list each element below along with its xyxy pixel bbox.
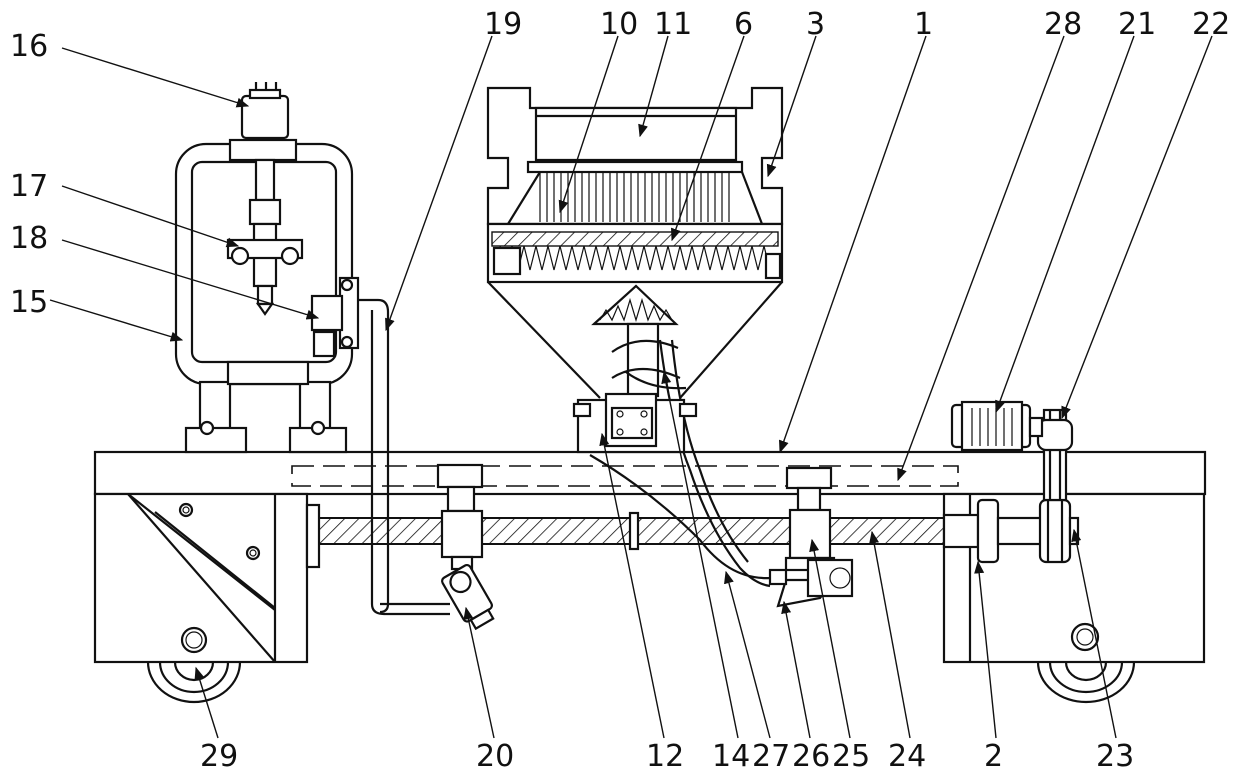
label-14: 14 [712,739,750,774]
label-26: 26 [792,739,830,774]
feeder-block [572,392,698,454]
label-19: 19 [484,7,522,42]
label-23: 23 [1096,739,1134,774]
spindle-motor [240,82,290,140]
left-slider [436,463,484,571]
label-25: 25 [832,739,870,774]
label-18: 18 [10,221,48,256]
spray-nozzle [441,563,495,631]
label-27: 27 [752,739,790,774]
label-10: 10 [600,7,638,42]
label-2: 2 [984,739,1003,774]
left-lower-housing [93,492,321,664]
label-12: 12 [646,739,684,774]
bristles [539,172,730,222]
pipe [358,298,450,616]
left-wheel [146,661,242,704]
leader-lines [49,35,1213,739]
label-24: 24 [888,739,926,774]
label-22: 22 [1192,7,1230,42]
label-21: 21 [1118,7,1156,42]
label-16: 16 [10,29,48,64]
main-frame [93,450,1207,496]
label-6: 6 [734,7,753,42]
lead-screw [318,498,1044,564]
label-28: 28 [1044,7,1082,42]
belt-pulley [1036,408,1080,564]
label-1: 1 [914,7,933,42]
label-17: 17 [10,169,48,204]
label-11: 11 [654,7,692,42]
label-29: 29 [200,739,238,774]
drive-motor [950,400,1044,452]
part-labels: 16 17 18 15 19 10 11 6 3 1 28 21 22 29 2… [10,7,1230,774]
spindle-assembly [226,158,304,316]
mesh-teeth [499,245,771,271]
label-15: 15 [10,285,48,320]
right-wheel [1036,661,1136,704]
label-3: 3 [806,7,825,42]
label-20: 20 [476,739,514,774]
